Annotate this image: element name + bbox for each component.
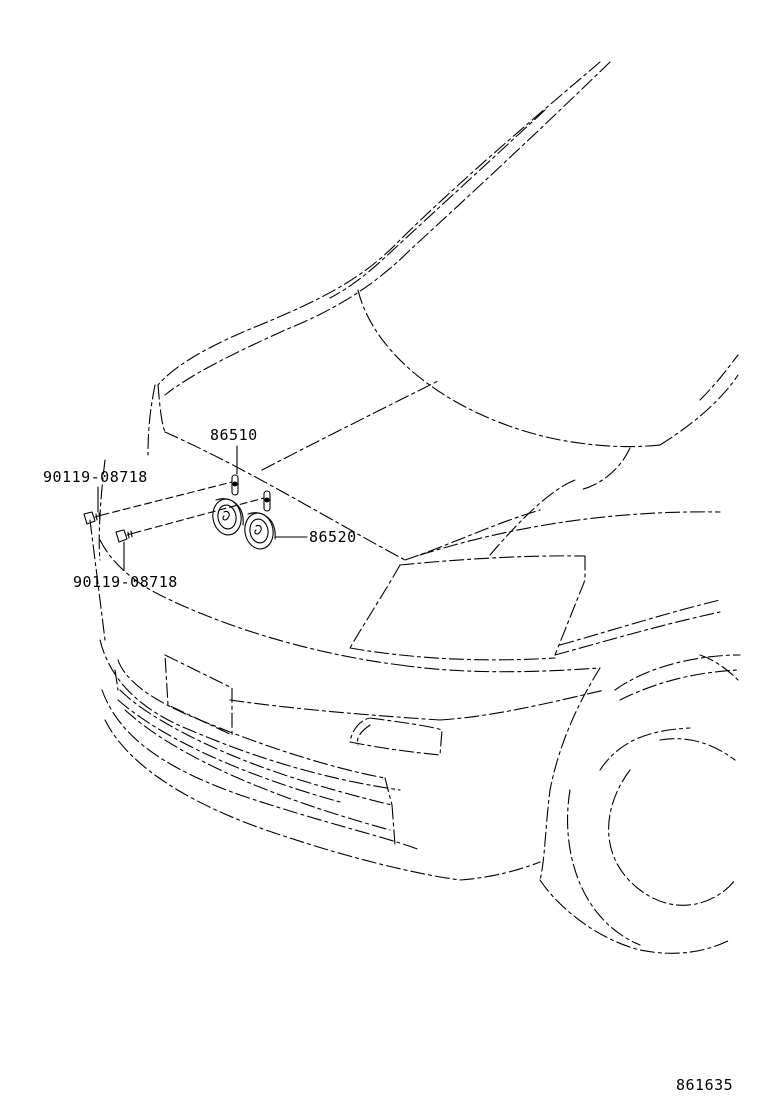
label-horn-low: 86520 <box>309 528 357 546</box>
installation-lines <box>101 481 265 534</box>
leader-lines <box>97 445 308 571</box>
horn-low-part <box>244 490 276 550</box>
horn-high-part <box>212 474 244 536</box>
label-bolt-lower: 90119-08718 <box>73 573 178 591</box>
label-bolt-upper: 90119-08718 <box>43 468 148 486</box>
bolt-upper-part <box>83 511 103 525</box>
label-horn-high: 86510 <box>210 426 258 444</box>
bolt-lower-part <box>115 529 135 543</box>
car-body-outline <box>89 61 741 954</box>
illustration-number: 861635 <box>676 1076 734 1094</box>
